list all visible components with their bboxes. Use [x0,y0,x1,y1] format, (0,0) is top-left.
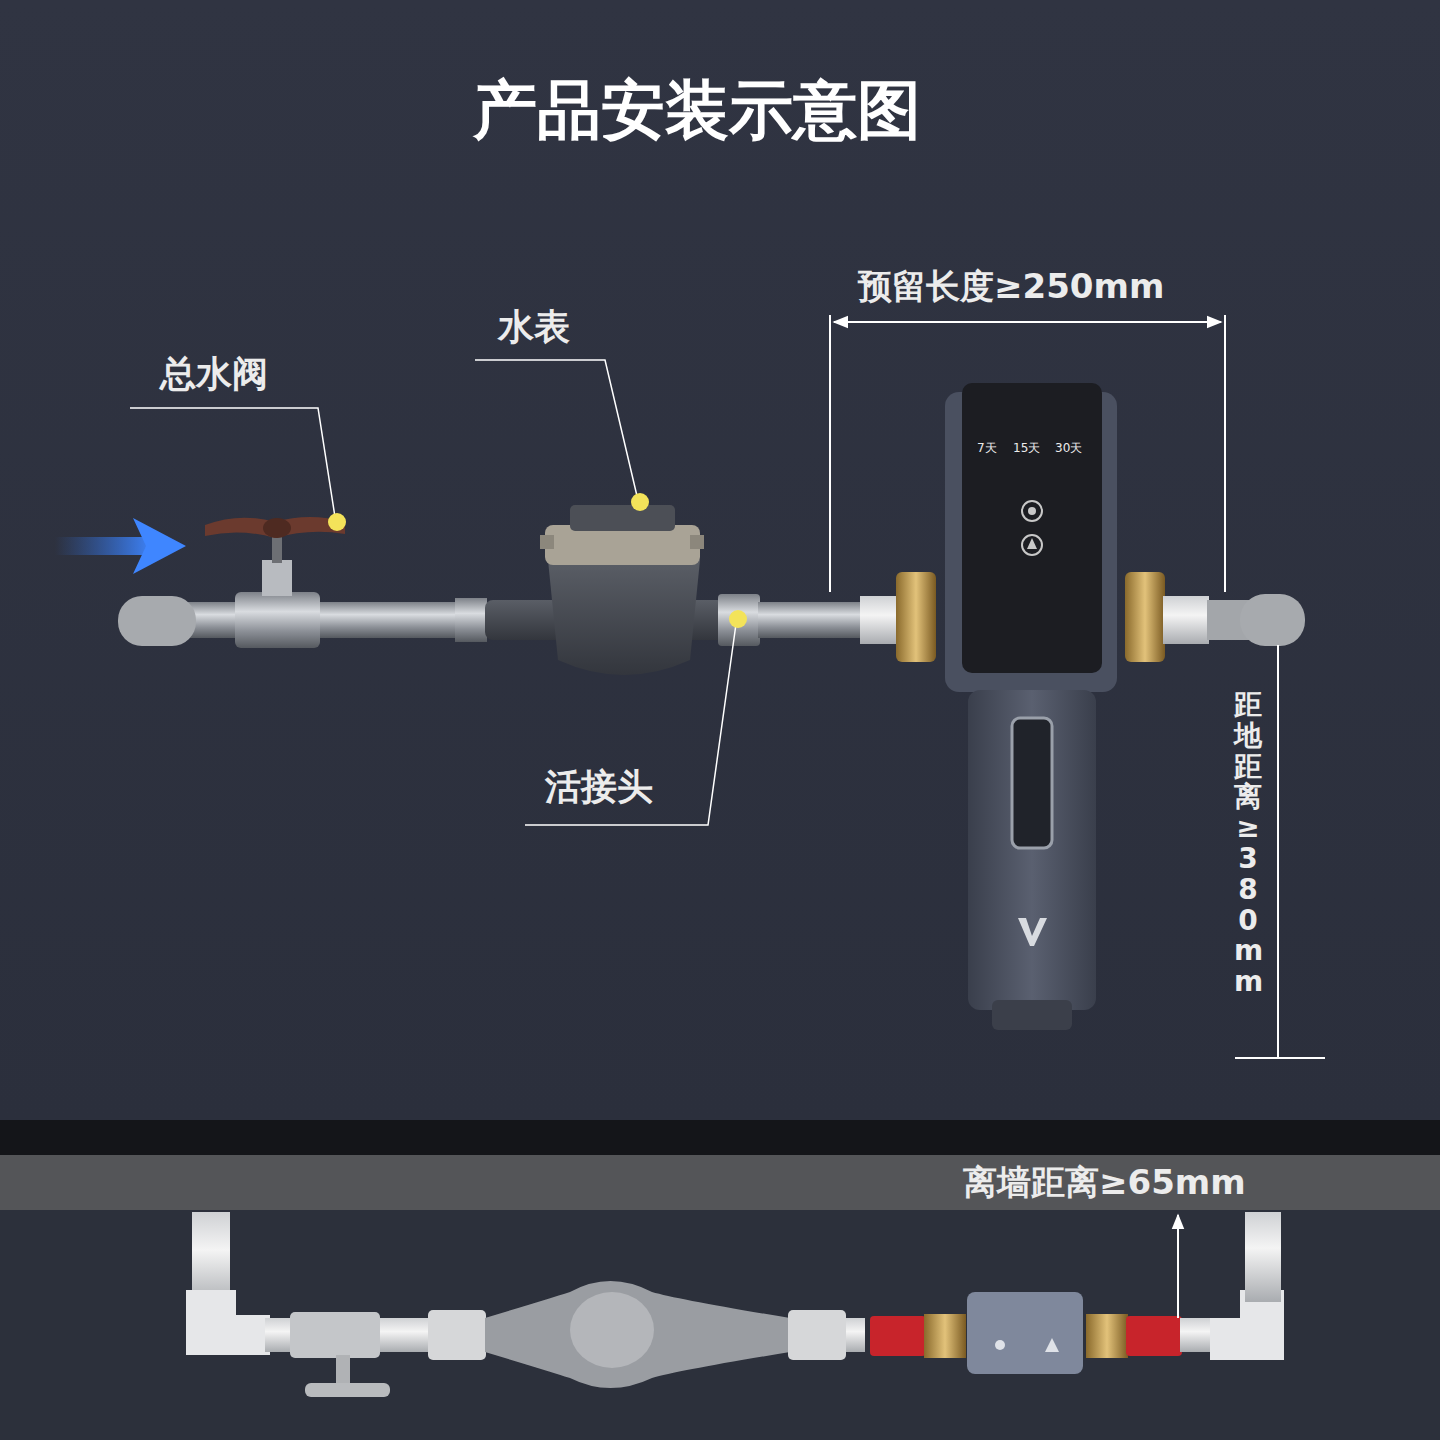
meter-top-view [485,1281,790,1388]
valve-stem-top [336,1355,350,1385]
valve-hub [263,518,291,538]
brass-nut-top [924,1314,966,1358]
brass-nut [1125,572,1165,662]
valve-handle-top [305,1383,390,1397]
screen-mode-label: 7天 [977,441,997,455]
dimension-label: 离墙距离≥65mm [963,1162,1246,1203]
valve-top [290,1312,380,1358]
meter-lug [540,535,554,549]
screen-mode-label: 15天 [1013,441,1040,455]
union-fitting [718,594,868,646]
brass-nut [896,572,936,662]
inflow-arrow [55,518,186,574]
callout-dot [631,493,649,511]
white-fitting [1163,596,1209,644]
purifier-top-icon [1045,1338,1059,1352]
dimension-arrow [1177,1215,1179,1318]
valve-body [235,592,320,648]
leader-lines [130,360,736,825]
callout-label: 活接头 [545,765,653,808]
union-nut [718,594,760,646]
button-icon [1028,507,1036,515]
callout-label: 总水阀 [160,352,268,395]
meter-lug [690,535,704,549]
callout-dot [328,513,346,531]
water-meter [485,505,725,675]
purifier-top [967,1292,1083,1374]
red-fitting [870,1316,926,1356]
elbow [186,1290,270,1355]
purifier-top-icon [995,1340,1005,1350]
white-fitting [860,596,902,644]
sight-window [1012,718,1052,848]
callout-dot [729,610,747,628]
button-icon [1022,501,1042,521]
meter-body [548,560,700,675]
purifier-bowl [968,690,1096,1010]
leader-line [525,624,736,825]
extension-line [1224,315,1226,592]
connect-pipe [758,602,868,638]
valve-bonnet [262,560,292,596]
leader-line [130,408,335,517]
arrow-tail [55,537,155,555]
pipe-joint [455,598,487,642]
dimension-line [834,321,1221,323]
purifier-screen [962,383,1102,673]
top-view-piping [186,1212,1284,1397]
meter-top [570,505,675,531]
screen-mode-label: 30天 [1055,441,1082,455]
floor-shadow [0,1120,1440,1155]
dimension-label: 距地距离≥380mm [1234,690,1262,998]
dimension-lines [830,315,1325,1058]
union-top [788,1310,846,1360]
background [0,0,1440,1120]
meter-dial-top [570,1292,654,1368]
brass-nut-top [1086,1314,1128,1358]
extension-line [829,315,831,592]
extension-line [1235,1057,1325,1059]
arrow-head [133,518,186,574]
pipe-cap [118,596,196,646]
callout-dots [328,493,747,628]
wall-band [0,1155,1440,1210]
brand-logo [1018,918,1047,946]
dimension-label: 预留长度≥250mm [858,266,1164,307]
button-icon [1022,535,1042,555]
main-valve [205,517,345,648]
dimension-line [1277,645,1279,1058]
pipe-cap [1240,594,1305,646]
red-fitting [1126,1316,1182,1356]
valve-handle [205,517,345,538]
purifier-drain [992,1000,1072,1030]
leader-line [475,360,637,496]
lower-background [0,1210,1440,1440]
callout-label: 水表 [498,305,570,348]
pre-filter-purifier [945,383,1117,1030]
riser-pipe [1245,1212,1281,1302]
button-icon [1027,538,1037,549]
valve-stem [272,535,282,563]
diagram-title: 产品安装示意图 [473,72,921,149]
union-top [428,1310,486,1360]
